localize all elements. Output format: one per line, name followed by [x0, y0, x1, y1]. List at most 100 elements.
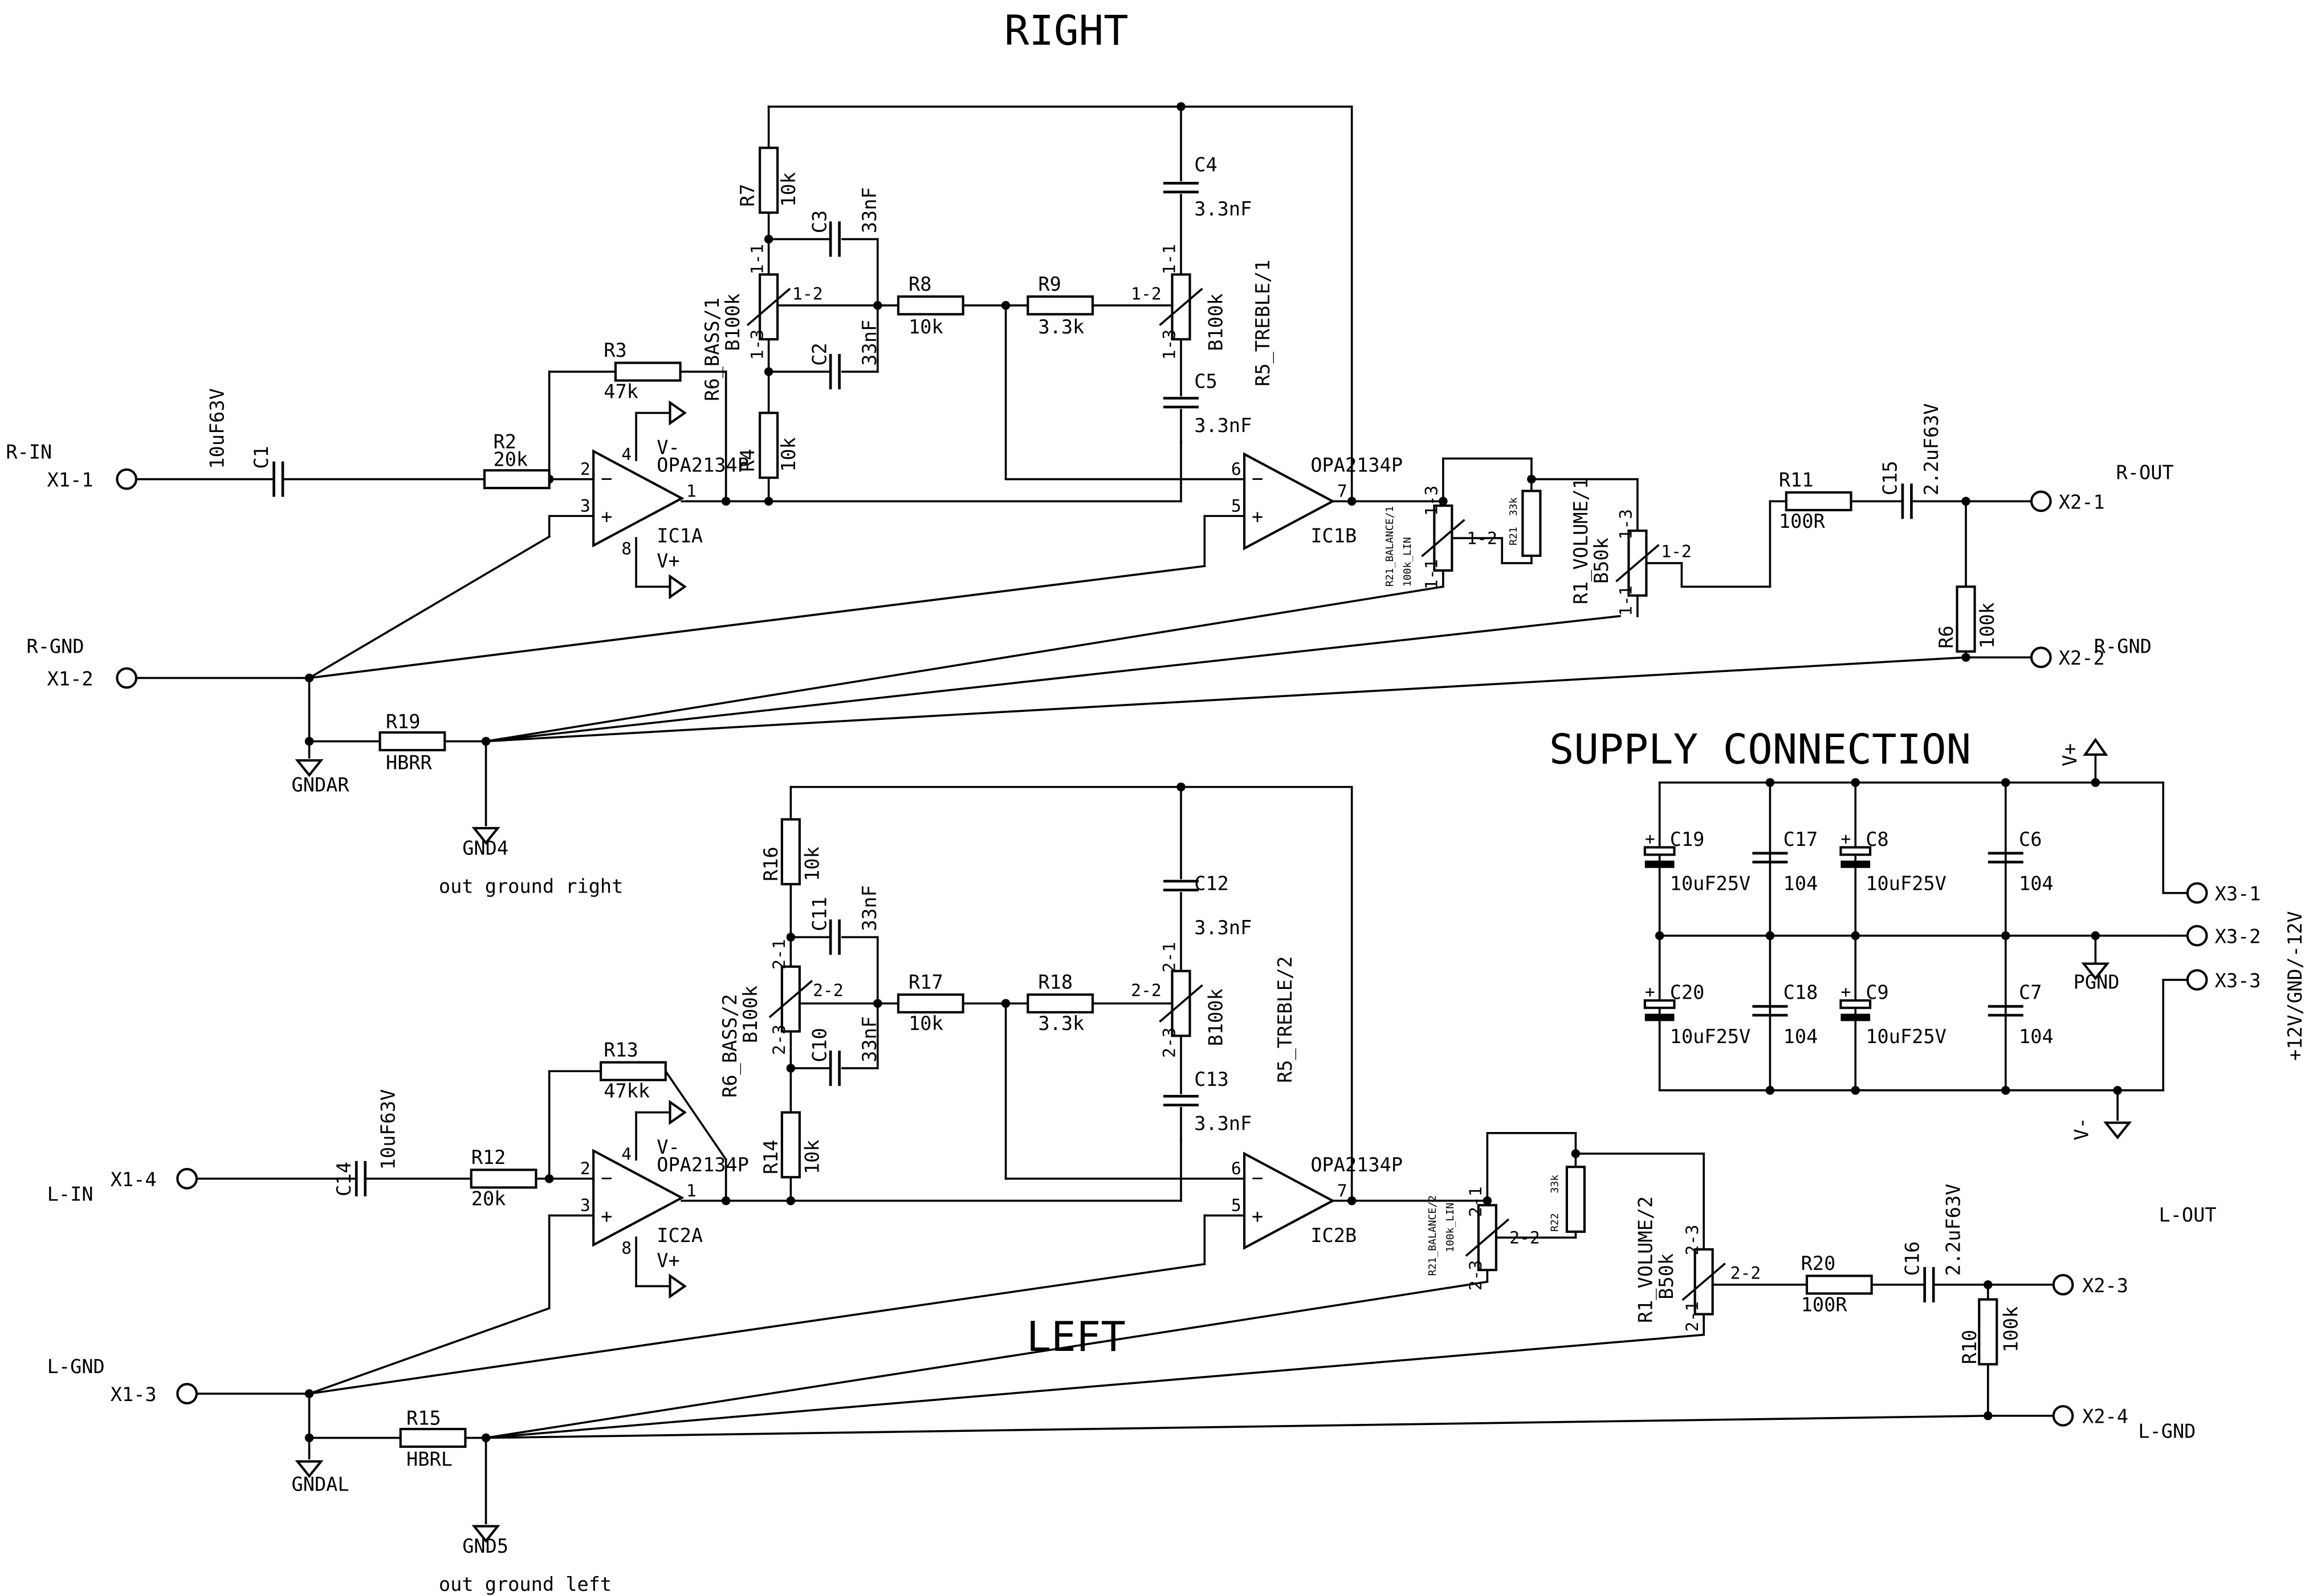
bal2-name: R21_BALANCE/2 — [1427, 1195, 1439, 1276]
c4-name: C4 — [1194, 154, 1217, 176]
r3-name: R3 — [604, 339, 626, 361]
c13-value: 3.3nF — [1194, 1113, 1252, 1135]
resistor-r17 — [898, 995, 963, 1012]
conn-x3-2: X3-2 — [2215, 925, 2261, 947]
bal2-p1: 2-1 — [1466, 1186, 1486, 1217]
r4-name: R4 — [736, 449, 759, 471]
c19-plus: + — [1645, 829, 1655, 849]
r13-value: 47kk — [604, 1080, 650, 1102]
terminal-x3-3 — [2188, 970, 2207, 990]
label-l-in: L-IN — [47, 1183, 93, 1206]
arrow-vplus-ic2a — [670, 1276, 685, 1296]
ic2a-name: IC2A — [657, 1224, 703, 1247]
c17-value: 104 — [1783, 872, 1818, 894]
treble2-p2: 2-2 — [1131, 980, 1162, 1000]
bal2-value: 100k_LIN — [1444, 1203, 1456, 1252]
r10-value: 100k — [1999, 1306, 2022, 1353]
c9-name: C9 — [1866, 982, 1888, 1004]
terminal-x3-2 — [2188, 926, 2207, 946]
treble1-name: R5_TREBLE/1 — [1252, 260, 1274, 386]
r21-value: 33k — [1508, 497, 1520, 516]
c18-value: 104 — [1783, 1025, 1818, 1048]
r16-name: R16 — [760, 846, 782, 881]
conn-x1-1: X1-1 — [47, 469, 93, 491]
conn-x2-3: X2-3 — [2082, 1275, 2128, 1297]
resistor-r14 — [782, 1113, 800, 1178]
r2-value: 20k — [493, 448, 528, 470]
bal2-p3: 2-3 — [1466, 1260, 1486, 1291]
resistor-r9 — [1028, 296, 1093, 314]
capacitor-c15 — [1903, 483, 1912, 519]
c7-name: C7 — [2019, 982, 2042, 1004]
title-right: RIGHT — [1004, 7, 1129, 55]
ic1a-vplus: V+ — [657, 550, 679, 572]
arrow-vminus-ic2a — [670, 1102, 685, 1123]
r18-value: 3.3k — [1038, 1012, 1084, 1035]
c2-value: 33nF — [858, 320, 881, 366]
bass1-p2: 1-2 — [792, 284, 823, 304]
c4-value: 3.3nF — [1194, 198, 1252, 220]
resistor-r20 — [1807, 1276, 1872, 1293]
label-r-gnd: R-GND — [27, 636, 84, 658]
r15-name: R15 — [406, 1407, 441, 1429]
c15-name: C15 — [1879, 461, 1901, 495]
label-supply-rail: +12V/GND/-12V — [2284, 911, 2306, 1061]
label-r-gnd-out: R-GND — [2094, 636, 2152, 658]
terminal-x2-1 — [2031, 492, 2051, 511]
capacitor-c4 — [1163, 183, 1199, 192]
c3-value: 33nF — [858, 187, 881, 233]
ic1b-plus: + — [1252, 506, 1263, 528]
bass2-p2: 2-2 — [813, 980, 844, 1000]
ic1b-name: IC1B — [1310, 525, 1357, 547]
vol2-p3: 2-1 — [1683, 1301, 1703, 1332]
r12-name: R12 — [471, 1146, 506, 1168]
r21-name: R21 — [1508, 527, 1520, 545]
conn-x1-3: X1-3 — [111, 1383, 157, 1406]
ic1b-minus: − — [1252, 467, 1263, 490]
terminal-x1-1 — [117, 470, 136, 489]
c8-value: 10uF25V — [1866, 872, 1946, 894]
bass1-name: R6_BASS/1 — [701, 298, 724, 401]
junctions — [304, 102, 2122, 1443]
c8-name: C8 — [1866, 828, 1888, 850]
c7-value: 104 — [2019, 1025, 2054, 1048]
r17-value: 10k — [909, 1012, 943, 1035]
capacitor-c1 — [274, 462, 283, 497]
resistor-r15 — [401, 1429, 466, 1447]
c11-value: 33nF — [858, 885, 881, 931]
ic2a-pin3: 3 — [580, 1196, 591, 1216]
ic2b-pin7: 7 — [1337, 1181, 1347, 1201]
title-left: LEFT — [1027, 1313, 1126, 1361]
c12-value: 3.3nF — [1194, 917, 1252, 939]
treble2-name: R5_TREBLE/2 — [1274, 956, 1297, 1083]
label-vminus: V- — [2070, 1117, 2092, 1140]
ic1b-pin7: 7 — [1337, 482, 1347, 502]
c5-value: 3.3nF — [1194, 414, 1252, 437]
ic1a-vminus: V- — [657, 437, 679, 459]
c19-value: 10uF25V — [1670, 872, 1751, 894]
ic2a-minus: − — [601, 1167, 612, 1189]
resistor-r13 — [601, 1062, 666, 1080]
bass1-p3: 1-3 — [747, 329, 767, 360]
c16-value: 2.2uF63V — [1943, 1184, 1965, 1276]
arrow-vplus-ic1a — [670, 576, 685, 597]
c15-value: 2.2uF63V — [1920, 403, 1943, 495]
bass2-value: B100k — [739, 986, 761, 1043]
label-vplus: V+ — [2059, 743, 2081, 766]
r7-name: R7 — [736, 184, 759, 206]
r20-name: R20 — [1801, 1252, 1836, 1275]
resistor-r22 — [1567, 1167, 1585, 1232]
c13-name: C13 — [1194, 1068, 1229, 1090]
vol1-value: B50k — [1590, 538, 1612, 584]
c1-value: 10uF63V — [206, 388, 229, 469]
ic1a-pin1: 1 — [686, 482, 697, 502]
vol2-name: R1_VOLUME/2 — [1635, 1196, 1658, 1323]
ic2a-pin4: 4 — [621, 1144, 632, 1164]
ic2a-pin8: 8 — [621, 1239, 632, 1259]
ic2a-vminus: V- — [657, 1136, 679, 1158]
c17-name: C17 — [1783, 828, 1818, 850]
r19-name: R19 — [386, 710, 421, 732]
r11-name: R11 — [1779, 469, 1814, 491]
r10-name: R10 — [1958, 1330, 1981, 1365]
bal1-p2: 1-2 — [1467, 528, 1497, 548]
